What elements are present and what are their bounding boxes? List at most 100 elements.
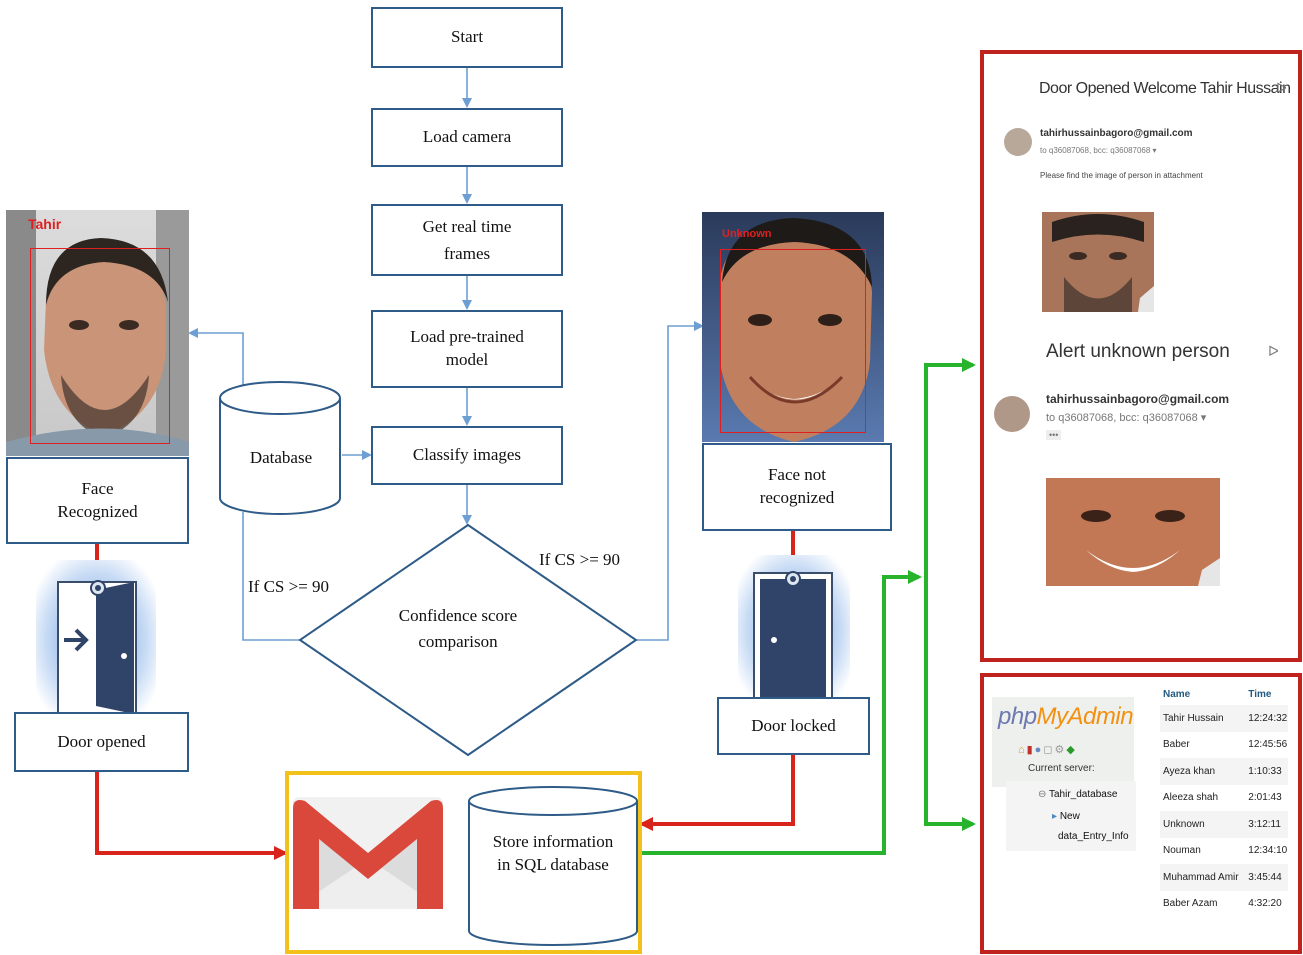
arrow-store-outputs <box>642 570 922 855</box>
cell-name: Muhammad Amir <box>1163 871 1239 883</box>
load-model-box: Load pre-trained model <box>371 310 563 388</box>
classify-box: Classify images <box>371 426 563 485</box>
db-tree-table[interactable]: data_Entry_Info <box>1058 831 1129 842</box>
arrow-decision-left <box>242 512 300 641</box>
cell-name: Unknown <box>1163 818 1205 830</box>
load-model-label: Load pre-trained model <box>410 327 524 369</box>
cell-time: 1:10:33 <box>1248 765 1282 777</box>
column-time[interactable]: Time <box>1248 688 1272 700</box>
logo-myadmin: MyAdmin <box>1036 703 1134 730</box>
sql-database-cylinder <box>468 786 638 946</box>
door-opened-label: Door opened <box>57 731 146 751</box>
table-row[interactable]: Baber 12:45:56 <box>1160 732 1288 759</box>
column-name[interactable]: Name <box>1163 688 1191 700</box>
arrow-db-to-face <box>188 328 244 392</box>
phpmyadmin-panel: phpMyAdmin ⌂▮●◻⚙◆ Current server: ⊖ Tahi… <box>980 673 1302 954</box>
table-row[interactable]: Unknown 3:12:11 <box>1160 811 1288 838</box>
db-tree-database[interactable]: ⊖ Tahir_database <box>1038 789 1118 800</box>
load-camera-label: Load camera <box>422 127 512 147</box>
email2-subject: Alert unknown person <box>1046 341 1230 362</box>
load-camera-box: Load camera <box>371 108 563 167</box>
email1-attachment-image <box>1042 212 1154 312</box>
db-new-label: New <box>1059 811 1080 822</box>
arrow-opened-gmail <box>95 772 288 860</box>
start-label: Start <box>450 27 484 47</box>
results-table: Name Time Tahir Hussain 12:24:32 Baber 12:… <box>1160 683 1288 917</box>
door-locked-box: Door locked <box>717 697 870 755</box>
condition-right-label: If CS >= 90 <box>539 550 621 569</box>
unknown-face-bbox <box>720 249 866 433</box>
email1-subject: Door Opened Welcome Tahir Hussain <box>1039 80 1291 97</box>
db-name: Tahir_database <box>1049 789 1118 800</box>
unknown-face-tag: Unknown <box>722 228 772 240</box>
decision-diamond <box>298 523 638 757</box>
email2-avatar <box>994 396 1030 432</box>
phpmyadmin-logo: phpMyAdmin <box>998 703 1134 731</box>
cell-name: Baber <box>1163 739 1190 751</box>
logo-php: php <box>998 703 1037 730</box>
cell-time: 12:24:32 <box>1248 712 1288 724</box>
email1-sender: tahirhussainbagoro@gmail.com <box>1040 128 1193 139</box>
door-opened-glow <box>36 560 156 720</box>
cell-time: 12:34:10 <box>1248 845 1288 857</box>
face-not-recognized-label: Face not recognized <box>759 465 835 507</box>
cell-name: Nouman <box>1163 845 1201 857</box>
gmail-icon <box>293 797 443 909</box>
face-bbox <box>30 248 170 444</box>
cell-name: Aleeza shah <box>1163 792 1219 804</box>
email2-sender: tahirhussainbagoro@gmail.com <box>1046 392 1230 406</box>
email-panel: Door Opened Welcome Tahir Hussain ᐅ tahi… <box>980 50 1302 662</box>
known-face-tag: Tahir <box>28 216 62 232</box>
arrow-to-phpmyadmin <box>924 577 976 831</box>
cell-time: 12:45:56 <box>1248 739 1288 751</box>
cell-time: 3:12:11 <box>1248 818 1281 830</box>
table-row[interactable]: Tahir Hussain 12:24:32 <box>1160 705 1288 732</box>
condition-left-label: If CS >= 90 <box>248 577 330 596</box>
door-closed-icon <box>753 571 833 702</box>
cell-name: Ayeza khan <box>1163 765 1216 777</box>
table-row[interactable]: Nouman 12:34:10 <box>1160 838 1288 865</box>
database-label: Database <box>249 448 313 467</box>
current-server-label: Current server: <box>1028 763 1095 774</box>
store-label: Store information in SQL database <box>492 832 614 874</box>
cell-time: 2:01:43 <box>1248 792 1282 804</box>
table-row[interactable]: Muhammad Amir 3:45:44 <box>1160 864 1288 891</box>
get-frames-label: Get real time frames <box>422 216 512 263</box>
arrow-to-email <box>924 358 976 577</box>
cell-name: Tahir Hussain <box>1163 712 1224 724</box>
email2-more-button[interactable]: ••• <box>1046 430 1062 440</box>
table-header: Name Time <box>1160 683 1288 705</box>
cell-name: Baber Azam <box>1163 898 1218 910</box>
door-open-icon <box>57 580 137 715</box>
face-recognized-label: Face Recognized <box>57 478 138 521</box>
get-frames-box: Get real time frames <box>371 204 563 276</box>
email1-avatar <box>1004 128 1032 156</box>
face-not-recognized-box: Face not recognized <box>702 443 892 531</box>
table-row[interactable]: Aleeza shah 2:01:43 <box>1160 785 1288 812</box>
arrow-locked-store <box>639 755 795 831</box>
label-tag-icon: ᐅ <box>1276 80 1287 96</box>
arrow-decision-right <box>636 321 704 641</box>
database-cylinder <box>219 381 341 515</box>
start-box: Start <box>371 7 563 68</box>
storage-group-frame: Store information in SQL database <box>285 771 642 954</box>
known-face-photo: Tahir <box>6 210 189 456</box>
door-locked-glow <box>738 555 850 705</box>
email1-recipients: to q36087068, bcc: q36087068 ▾ <box>1040 146 1157 155</box>
unknown-face-photo: Unknown <box>702 212 884 442</box>
face-recognized-box: Face Recognized <box>6 457 189 544</box>
db-table-name: data_Entry_Info <box>1058 831 1129 842</box>
label-tag-icon-2: ᐅ <box>1268 343 1279 359</box>
classify-label: Classify images <box>412 445 522 465</box>
door-locked-label: Door locked <box>751 715 836 735</box>
table-row[interactable]: Ayeza khan 1:10:33 <box>1160 758 1288 785</box>
db-tree-new[interactable]: ▸ New <box>1052 811 1080 822</box>
email2-recipients: to q36087068, bcc: q36087068 ▾ <box>1046 412 1207 424</box>
cell-time: 3:45:44 <box>1248 871 1282 883</box>
email1-body: Please find the image of person in attac… <box>1040 171 1203 180</box>
door-opened-box: Door opened <box>14 712 189 772</box>
decision-label: Confidence score comparison <box>398 606 518 652</box>
toolbar-icons[interactable]: ⌂▮●◻⚙◆ <box>1018 744 1077 756</box>
